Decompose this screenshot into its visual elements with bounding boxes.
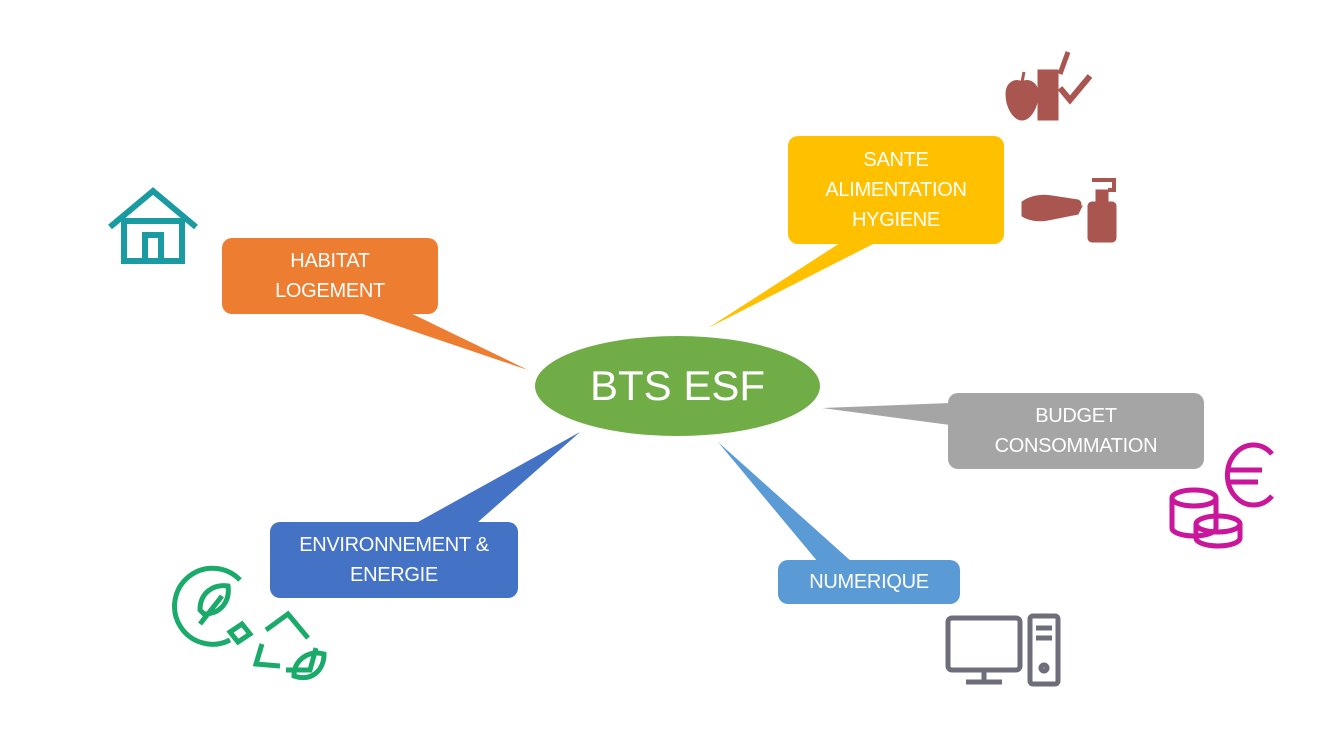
topic-label-line: LOGEMENT [275, 280, 385, 302]
connector-sante [708, 243, 875, 328]
topic-label-line: ALIMENTATION [825, 179, 967, 201]
center-label: BTS ESF [589, 362, 766, 409]
topic-budget-consommation: BUDGET CONSOMMATION [948, 393, 1204, 469]
topic-label-line: HABITAT [290, 250, 370, 272]
topic-numerique: NUMERIQUE [778, 560, 960, 604]
topic-label-line: HYGIENE [852, 209, 940, 231]
topic-label-line: CONSOMMATION [994, 435, 1158, 457]
euro-coins-icon [1169, 442, 1274, 549]
topic-sante-alimentation-hygiene: SANTE ALIMENTATION HYGIENE [788, 136, 1004, 244]
topic-label-line: BUDGET [1035, 405, 1117, 427]
eco-energy-recycle-icon [172, 565, 327, 680]
topic-label-line: NUMERIQUE [809, 571, 929, 593]
computer-icon [945, 613, 1061, 687]
connector-numerique [718, 442, 852, 562]
connector-environnement [418, 432, 580, 522]
apple-body-check-icon [1005, 51, 1093, 121]
connector-habitat [345, 308, 528, 370]
house-icon [108, 187, 198, 264]
hand-soap-icon [1021, 178, 1117, 243]
topic-label-line: ENERGIE [350, 564, 438, 586]
topic-environnement-energie: ENVIRONNEMENT & ENERGIE [270, 522, 518, 598]
center-node: BTS ESF [535, 336, 820, 436]
connector-budget [822, 403, 950, 425]
topic-habitat-logement: HABITAT LOGEMENT [222, 238, 438, 314]
topic-label-line: ENVIRONNEMENT & [299, 534, 489, 556]
topic-label-line: SANTE [863, 149, 929, 171]
